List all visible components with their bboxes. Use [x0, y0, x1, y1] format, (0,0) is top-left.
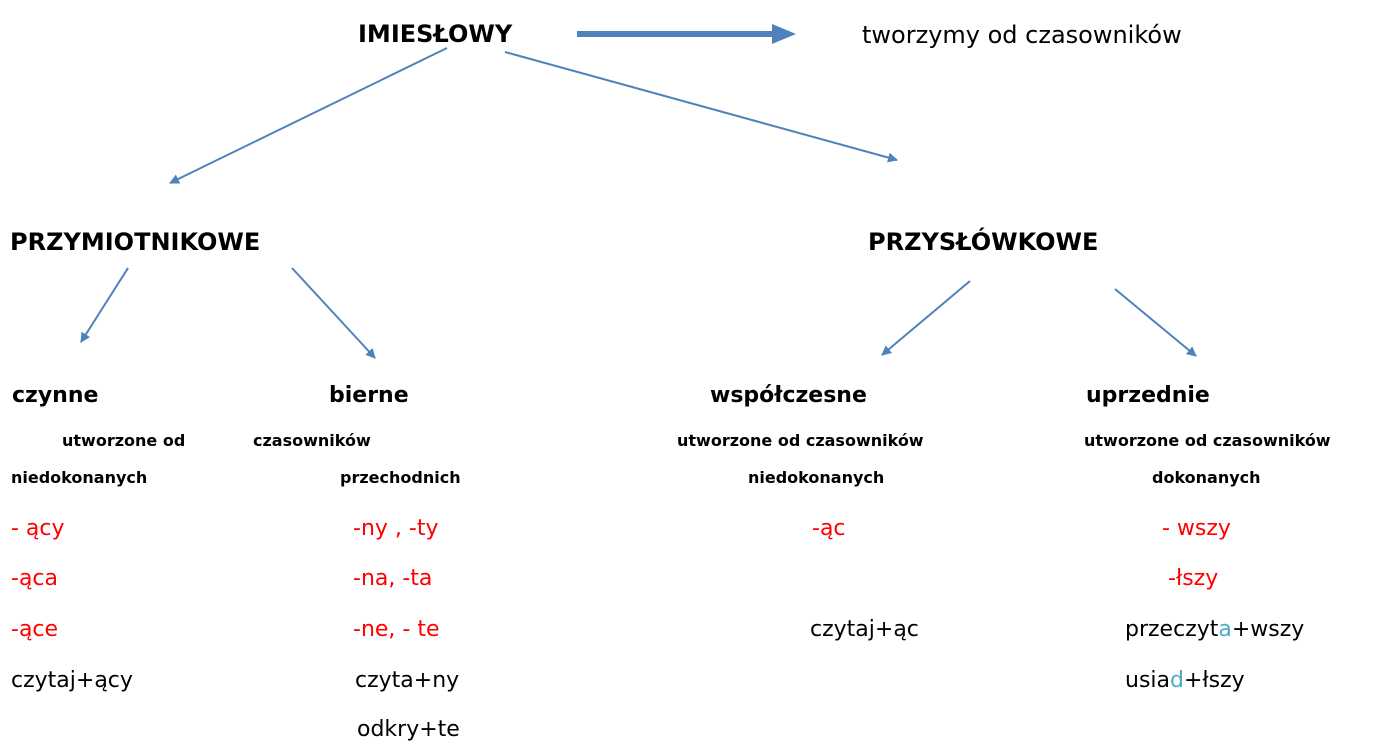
- arrow-to-bierne: [291, 267, 376, 359]
- bierne-suffix: -ny , -ty: [353, 516, 439, 541]
- bierne-desc-line2: przechodnich: [340, 468, 461, 487]
- uprzednie-desc-line1: utworzone od czasowników: [1084, 431, 1331, 450]
- bierne-desc-line1: czasowników: [253, 431, 371, 450]
- block-arrow-shaft: [577, 31, 777, 37]
- czynne-desc-line2: niedokonanych: [11, 468, 148, 487]
- arrow-title-to-przyslowkowe: [504, 51, 898, 163]
- example-ending: +łszy: [1183, 668, 1245, 693]
- block-arrow-head: [772, 24, 796, 44]
- wspolczesne-example: czytaj+ąc: [810, 617, 919, 642]
- wspolczesne-suffix: -ąc: [812, 516, 846, 541]
- example-highlight: d: [1170, 668, 1184, 693]
- czynne-example: czytaj+ący: [11, 668, 133, 693]
- branch-przyslowkowe: PRZYSŁÓWKOWE: [868, 228, 1099, 256]
- bierne-example: odkry+te: [357, 717, 460, 742]
- example-stem: usia: [1125, 668, 1170, 693]
- czynne-desc-line1: utworzone od: [62, 431, 186, 450]
- category-uprzednie: uprzednie: [1086, 383, 1210, 408]
- bierne-suffix: -na, -ta: [353, 566, 433, 591]
- example-highlight: a: [1218, 617, 1232, 642]
- czynne-suffix: -ące: [11, 617, 59, 642]
- arrow-to-uprzednie: [1114, 288, 1197, 357]
- arrow-to-czynne: [80, 267, 129, 343]
- uprzednie-suffix: - wszy: [1162, 516, 1231, 541]
- czynne-suffix: - ący: [11, 516, 65, 541]
- uprzednie-desc-line2: dokonanych: [1152, 468, 1261, 487]
- category-bierne: bierne: [329, 383, 409, 408]
- title-note: tworzymy od czasowników: [862, 21, 1182, 49]
- bierne-suffix: -ne, - te: [353, 617, 440, 642]
- wspolczesne-desc-line1: utworzone od czasowników: [677, 431, 924, 450]
- category-czynne: czynne: [12, 383, 99, 408]
- example-ending: +wszy: [1231, 617, 1305, 642]
- uprzednie-example: przeczyta+wszy: [1125, 619, 1304, 641]
- czynne-suffix: -ąca: [11, 566, 58, 591]
- uprzednie-example: usiad+łszy: [1125, 670, 1245, 692]
- wspolczesne-desc-line2: niedokonanych: [748, 468, 885, 487]
- arrow-title-to-przymiotnikowe: [169, 47, 448, 184]
- category-wspolczesne: współczesne: [710, 383, 867, 408]
- diagram-title: IMIESŁOWY: [358, 20, 513, 48]
- arrow-to-wspolczesne: [881, 280, 971, 356]
- example-stem: przeczyt: [1125, 617, 1219, 642]
- uprzednie-suffix: -łszy: [1168, 566, 1219, 591]
- bierne-example: czyta+ny: [355, 668, 460, 693]
- branch-przymiotnikowe: PRZYMIOTNIKOWE: [10, 228, 261, 256]
